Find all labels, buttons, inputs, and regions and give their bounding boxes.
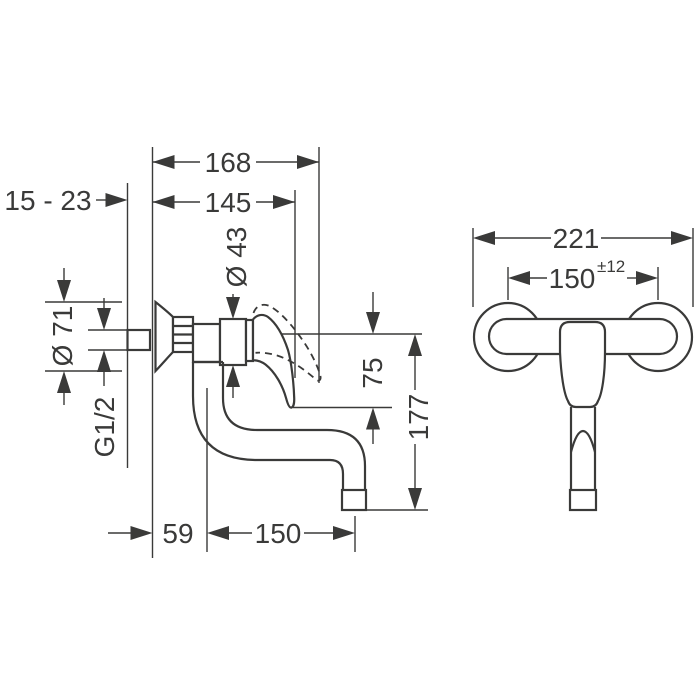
dim-spout-reach: 150: [207, 518, 355, 549]
dim-wall-range: 15 - 23: [4, 185, 128, 216]
dim-projection-to-handle: 145: [152, 187, 295, 218]
spout-outer-edge: [191, 362, 345, 490]
escutcheon-cone: [154, 299, 175, 374]
spout-front-arch: [569, 429, 597, 453]
spout-inner-edge: [221, 362, 367, 490]
dim-projection-to-handle-label: 145: [205, 187, 252, 218]
dim-spout-drop: 177: [403, 334, 434, 510]
aerator: [340, 488, 368, 512]
front-view-fixture-outline: [472, 301, 694, 512]
dim-escutcheon-diameter: Ø 71: [47, 268, 78, 405]
dim-handle-clearance-label: 75: [357, 357, 388, 388]
dim-total-projection: 168: [152, 147, 319, 178]
aerator-front: [568, 488, 598, 512]
dim-spout-reach-label: 150: [255, 518, 302, 549]
front-view-extension-lines: [472, 228, 694, 307]
lever-handle: [251, 313, 296, 409]
dim-spout-offset-label: 59: [162, 518, 193, 549]
dim-escutcheon-diameter-label: Ø 71: [47, 306, 78, 367]
dim-cartridge-diameter-label: Ø 43: [221, 227, 252, 288]
cartridge-ring: [218, 317, 248, 367]
lever-handle-raised-dashed: [252, 303, 322, 382]
front-view: 221 150 ±12: [472, 223, 694, 512]
side-view: 168 145 15 - 23 Ø 71: [4, 147, 434, 558]
dim-connection-tolerance-label: ±12: [597, 257, 625, 276]
side-view-fixture-outline: [126, 299, 368, 512]
dim-spout-drop-label: 177: [403, 394, 434, 441]
dim-spout-offset: 59: [108, 518, 194, 549]
dim-overall-width-label: 221: [553, 223, 600, 254]
wall-union-square: [126, 328, 152, 352]
dim-handle-clearance: 75: [357, 292, 388, 444]
dim-overall-width: 221: [473, 223, 693, 254]
dim-connection-thread: G1/2: [89, 298, 120, 457]
dim-connection-thread-label: G1/2: [89, 397, 120, 458]
dim-wall-range-label: 15 - 23: [4, 185, 91, 216]
lever-front: [558, 320, 607, 409]
dim-connection-centers: 150 ±12: [508, 257, 658, 294]
valve-body: [191, 322, 222, 364]
dim-cartridge-diameter: Ø 43: [221, 227, 252, 398]
dim-total-projection-label: 168: [205, 147, 252, 178]
dim-connection-centers-label: 150: [549, 263, 596, 294]
